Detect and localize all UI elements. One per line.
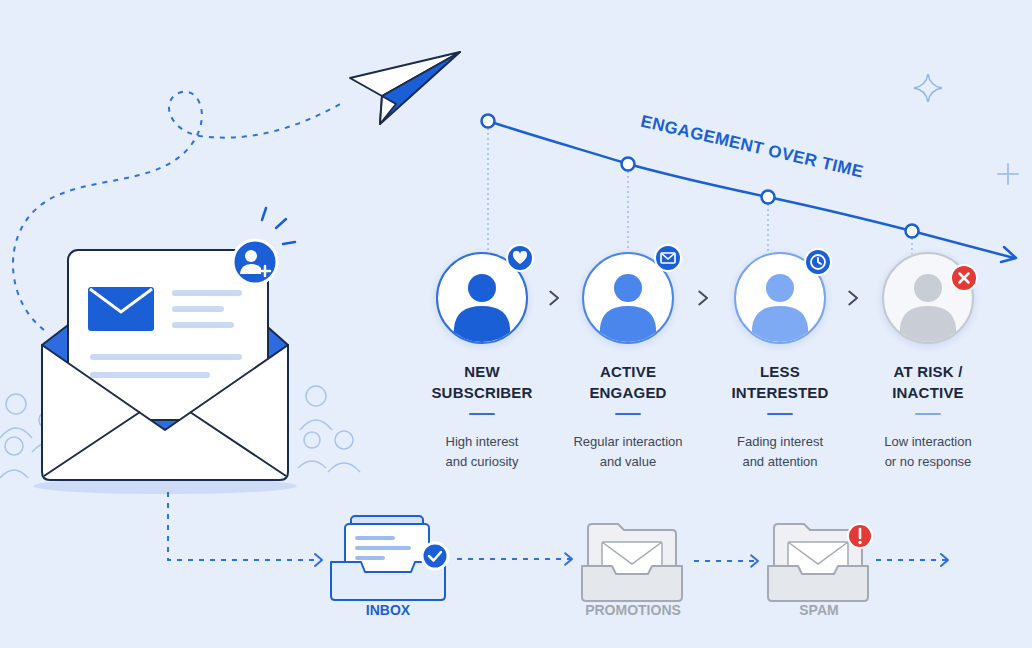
paper-plane: [350, 52, 460, 124]
chevron-head: [550, 292, 558, 305]
heading-underline: [615, 413, 641, 415]
stage-description: Fading interest and attention: [729, 432, 831, 472]
flow-connector: [826, 292, 882, 305]
subscriber-stage: NEW SUBSCRIBER High interest and curiosit…: [407, 252, 557, 472]
connector-line: [826, 297, 882, 299]
connector-line: [528, 297, 582, 299]
folder-label: SPAM: [764, 602, 874, 618]
status-badge: [803, 247, 833, 277]
stage-description: Regular interaction and value: [562, 432, 694, 472]
folder-graphic: [325, 512, 451, 602]
stage-description: High interest and curiosity: [436, 432, 528, 472]
heading-underline: [915, 413, 941, 415]
inbox-icon: [325, 512, 451, 602]
dashed-connector: [694, 560, 758, 562]
envelope-fold: [44, 412, 286, 476]
flow-connector: [674, 292, 734, 305]
stage-circle: [582, 252, 674, 344]
subscriber-stage: LESS INTERESTED Fading interest and atten…: [705, 252, 855, 472]
stage-circle: [882, 252, 974, 344]
stage-circle: [734, 252, 826, 344]
stage-heading: ACTIVE ENGAGED: [572, 361, 684, 403]
dashed-connector: [457, 558, 572, 560]
chevron-head: [699, 292, 707, 305]
exit-flow-line: [876, 554, 948, 566]
heading-underline: [469, 413, 495, 415]
folder-graphic: [764, 520, 874, 602]
subscriber-stage: AT RISK / INACTIVE Low interaction or no …: [853, 252, 1003, 472]
stage-circle: [436, 252, 528, 344]
flow-connector: [457, 553, 572, 564]
stage-description: Low interaction or no response: [878, 432, 978, 472]
flight-path: [13, 92, 344, 330]
folder-label: PROMOTIONS: [578, 602, 688, 618]
signup-flow-line: [168, 492, 322, 566]
status-badge: [653, 243, 683, 273]
clock-badge: [803, 247, 833, 277]
heading-underline: [767, 413, 793, 415]
sparkle: [914, 74, 942, 102]
chevron-head: [849, 292, 857, 305]
folder-icon: [578, 520, 688, 602]
engagement-arrowhead: [1001, 247, 1016, 262]
status-badge: [505, 243, 535, 273]
stage-heading: NEW SUBSCRIBER: [426, 361, 538, 403]
sparkle-plus: [998, 164, 1018, 184]
mail-folder: PROMOTIONS: [578, 520, 688, 618]
status-badge: [949, 263, 979, 293]
folder-graphic: [578, 520, 688, 602]
flow-connector: [694, 555, 758, 566]
axis-title: ENGAGEMENT OVER TIME: [639, 112, 866, 183]
mail-badge: [653, 243, 683, 273]
engagement-leaders: [488, 128, 912, 254]
mail-folder: INBOX: [325, 512, 451, 618]
envelope-front: [42, 345, 288, 480]
mail-folder: SPAM: [764, 520, 874, 618]
heart-badge: [505, 243, 535, 273]
inactive-badge: [949, 263, 979, 293]
folder-label: INBOX: [325, 602, 451, 618]
stage-heading: LESS INTERESTED: [724, 361, 836, 403]
flow-connector: [528, 292, 582, 305]
arrow-head: [565, 553, 572, 564]
folder-icon: [764, 520, 874, 602]
stage-heading: AT RISK / INACTIVE: [872, 361, 984, 403]
subscriber-stage: ACTIVE ENGAGED Regular interaction and va…: [553, 252, 703, 472]
add-subscriber-badge: [233, 208, 295, 284]
connector-line: [674, 297, 734, 299]
arrow-head: [751, 555, 758, 566]
